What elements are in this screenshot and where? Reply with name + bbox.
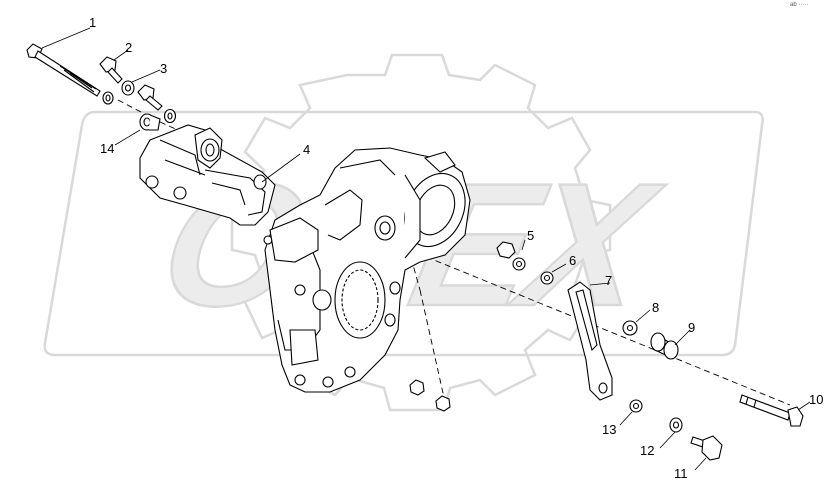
part-11-short-bolt bbox=[690, 435, 723, 461]
callout-9: 9 bbox=[688, 320, 695, 335]
part-3-short-bolt bbox=[137, 84, 177, 124]
part-9-sleeve bbox=[650, 332, 679, 360]
callout-10: 10 bbox=[809, 392, 823, 407]
part-10-bolt bbox=[739, 394, 804, 427]
callout-8: 8 bbox=[652, 300, 659, 315]
part-lower-nuts bbox=[409, 379, 451, 412]
leader-lines bbox=[41, 27, 811, 471]
callout-6: 6 bbox=[569, 253, 576, 268]
part-14-spacer bbox=[139, 113, 161, 131]
callout-1: 1 bbox=[89, 15, 96, 30]
part-2-short-bolt bbox=[99, 56, 123, 84]
part-1-long-bolt bbox=[26, 43, 101, 97]
callout-13: 13 bbox=[602, 422, 616, 437]
part-6-washer bbox=[540, 271, 554, 285]
part-washer-upper-left bbox=[102, 91, 114, 105]
part-3-washer bbox=[121, 80, 135, 96]
part-5-nut bbox=[496, 241, 526, 271]
main-housing bbox=[263, 147, 471, 393]
part-8-washer bbox=[622, 320, 638, 336]
part-12-washer bbox=[669, 417, 683, 433]
callout-5: 5 bbox=[527, 228, 534, 243]
part-13-washer bbox=[629, 399, 643, 413]
callout-7: 7 bbox=[605, 273, 612, 288]
callout-11: 11 bbox=[674, 466, 688, 481]
corner-mark: ab ····· bbox=[790, 2, 809, 8]
callout-4: 4 bbox=[303, 142, 310, 157]
callout-2: 2 bbox=[125, 40, 132, 55]
watermark-band bbox=[43, 110, 764, 357]
callout-14: 14 bbox=[100, 141, 114, 156]
callout-labels: 1 2 3 4 5 6 7 8 9 10 11 12 13 14 bbox=[89, 15, 823, 481]
callout-12: 12 bbox=[640, 443, 654, 458]
part-4-bracket bbox=[139, 124, 276, 226]
part-7-strap bbox=[567, 281, 613, 401]
callout-3: 3 bbox=[160, 61, 167, 76]
